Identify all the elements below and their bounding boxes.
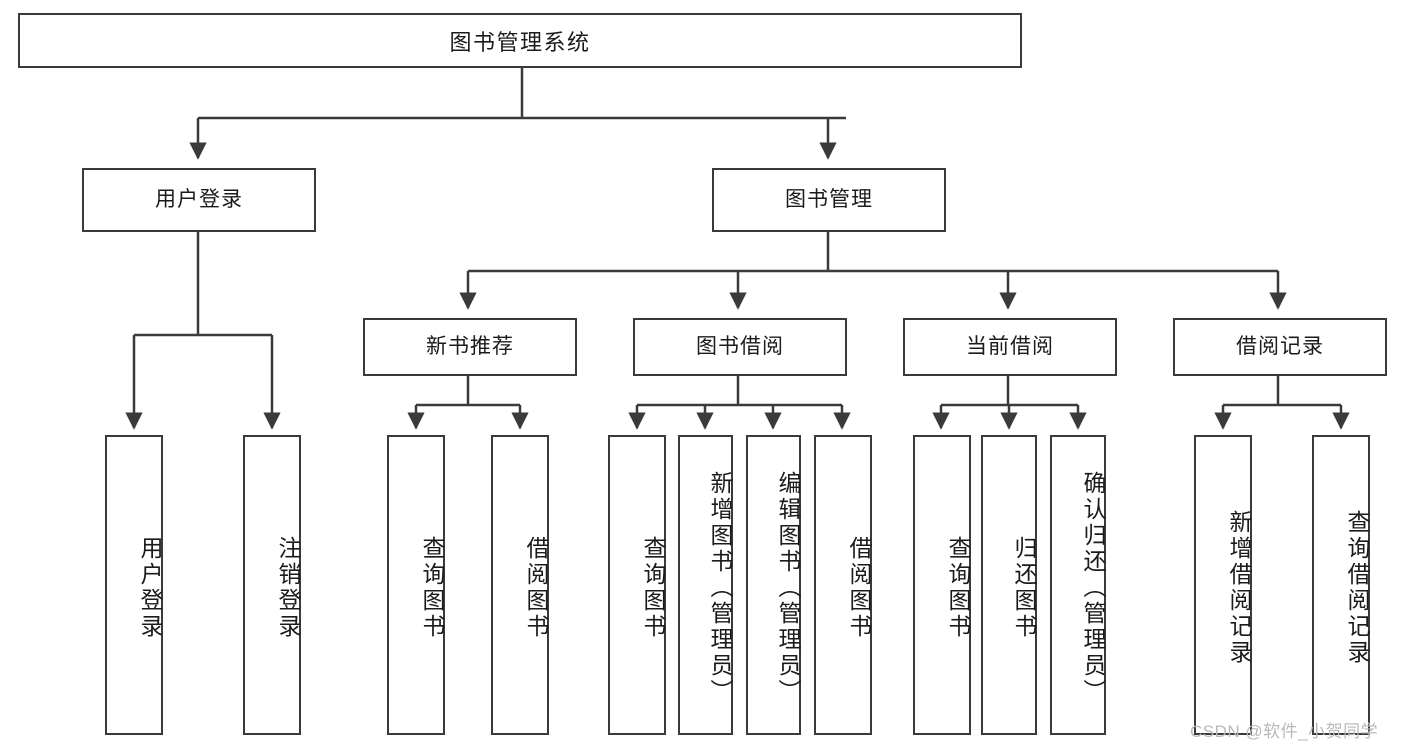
- leaf-current-confirm-return-admin[interactable]: 确认归还（管理员）: [1050, 435, 1106, 735]
- node-borrow-record-label: 借阅记录: [1236, 335, 1324, 359]
- leaf-user-login-logout[interactable]: 注销登录: [243, 435, 301, 735]
- leaf-label: 新增借阅记录: [1226, 510, 1252, 666]
- leaf-label: 归还图书: [1011, 536, 1037, 640]
- leaf-label: 借阅图书: [846, 536, 872, 640]
- leaf-label: 查询借阅记录: [1344, 510, 1370, 666]
- node-root-label: 图书管理系统: [449, 29, 591, 55]
- leaf-label: 编辑图书（管理员）: [775, 471, 801, 705]
- leaf-label: 注销登录: [275, 536, 301, 640]
- node-user-login[interactable]: 用户登录: [82, 168, 316, 232]
- node-book-management-label: 图书管理: [785, 188, 873, 212]
- node-root[interactable]: 图书管理系统: [18, 13, 1022, 68]
- leaf-borrow-query-book[interactable]: 查询图书: [608, 435, 666, 735]
- leaf-borrow-edit-book-admin[interactable]: 编辑图书（管理员）: [746, 435, 801, 735]
- leaf-borrow-borrow-book[interactable]: 借阅图书: [814, 435, 872, 735]
- node-borrow-record[interactable]: 借阅记录: [1173, 318, 1387, 376]
- leaf-label: 查询图书: [945, 536, 971, 640]
- node-current-borrow[interactable]: 当前借阅: [903, 318, 1117, 376]
- node-new-book-recommend[interactable]: 新书推荐: [363, 318, 577, 376]
- node-book-management[interactable]: 图书管理: [712, 168, 946, 232]
- leaf-label: 查询图书: [640, 536, 666, 640]
- node-book-borrow[interactable]: 图书借阅: [633, 318, 847, 376]
- leaf-current-return-book[interactable]: 归还图书: [981, 435, 1037, 735]
- csdn-watermark: CSDN @软件_小贺同学: [1190, 722, 1379, 741]
- leaf-label: 新增图书（管理员）: [707, 471, 733, 705]
- leaf-label: 用户登录: [137, 536, 163, 640]
- leaf-label: 借阅图书: [523, 536, 549, 640]
- leaf-recommend-query-book[interactable]: 查询图书: [387, 435, 445, 735]
- leaf-current-query-book[interactable]: 查询图书: [913, 435, 971, 735]
- leaf-label: 查询图书: [419, 536, 445, 640]
- leaf-recommend-borrow-book[interactable]: 借阅图书: [491, 435, 549, 735]
- node-new-book-recommend-label: 新书推荐: [426, 335, 514, 359]
- leaf-record-add-record[interactable]: 新增借阅记录: [1194, 435, 1252, 735]
- node-user-login-label: 用户登录: [155, 188, 243, 212]
- node-current-borrow-label: 当前借阅: [966, 335, 1054, 359]
- leaf-borrow-add-book-admin[interactable]: 新增图书（管理员）: [678, 435, 733, 735]
- leaf-record-query-record[interactable]: 查询借阅记录: [1312, 435, 1370, 735]
- leaf-label: 确认归还（管理员）: [1080, 471, 1106, 705]
- node-book-borrow-label: 图书借阅: [696, 335, 784, 359]
- leaf-user-login-login[interactable]: 用户登录: [105, 435, 163, 735]
